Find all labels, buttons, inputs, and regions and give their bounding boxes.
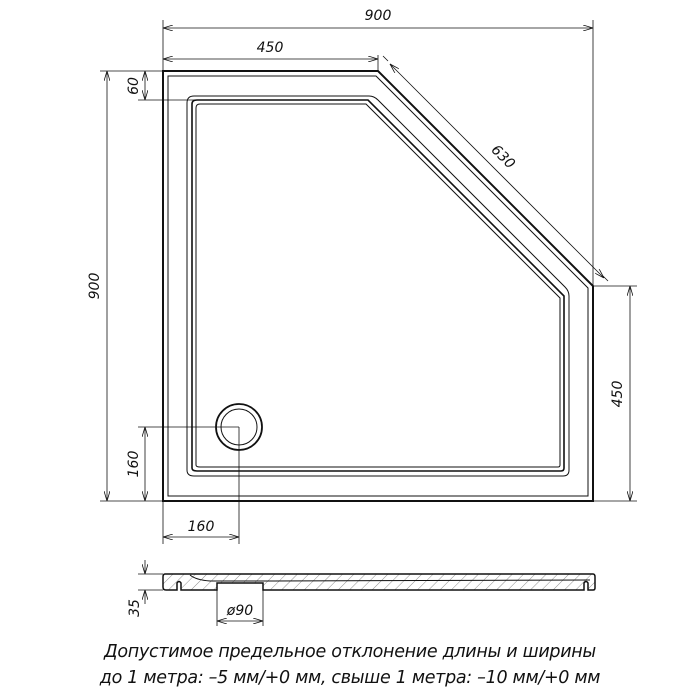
- section-top-surface: [189, 574, 591, 582]
- dim-right-side: 450: [610, 381, 626, 408]
- dim-total-width: 900: [365, 8, 392, 24]
- dim-drain-y: 160: [126, 451, 142, 478]
- dim-diagonal: 630: [488, 142, 518, 172]
- tray-section-view: [138, 560, 596, 626]
- outer-outline: [162, 70, 594, 502]
- dim-total-depth: 900: [87, 273, 103, 300]
- dim-drain-x: 160: [188, 519, 215, 535]
- dim-rim-width: 60: [126, 77, 142, 95]
- outer-rim-line: [167, 75, 589, 497]
- dim-drain-diameter: ø90: [226, 603, 253, 619]
- dim-top-side: 450: [257, 40, 284, 56]
- tolerance-note-line-1: Допустимое предельное отклонение длины и…: [104, 642, 596, 662]
- inner-lip-1: [186, 95, 570, 477]
- tray-plan-view: [162, 70, 594, 502]
- section-hatched: [162, 573, 596, 591]
- tolerance-note-line-2: до 1 метра: –5 мм/+0 мм, свыше 1 метра: …: [99, 668, 601, 688]
- inner-lip-3: [195, 103, 561, 468]
- inner-lip-2: [191, 99, 565, 472]
- dimension-lines: [100, 20, 637, 544]
- dim-height: 35: [127, 599, 143, 617]
